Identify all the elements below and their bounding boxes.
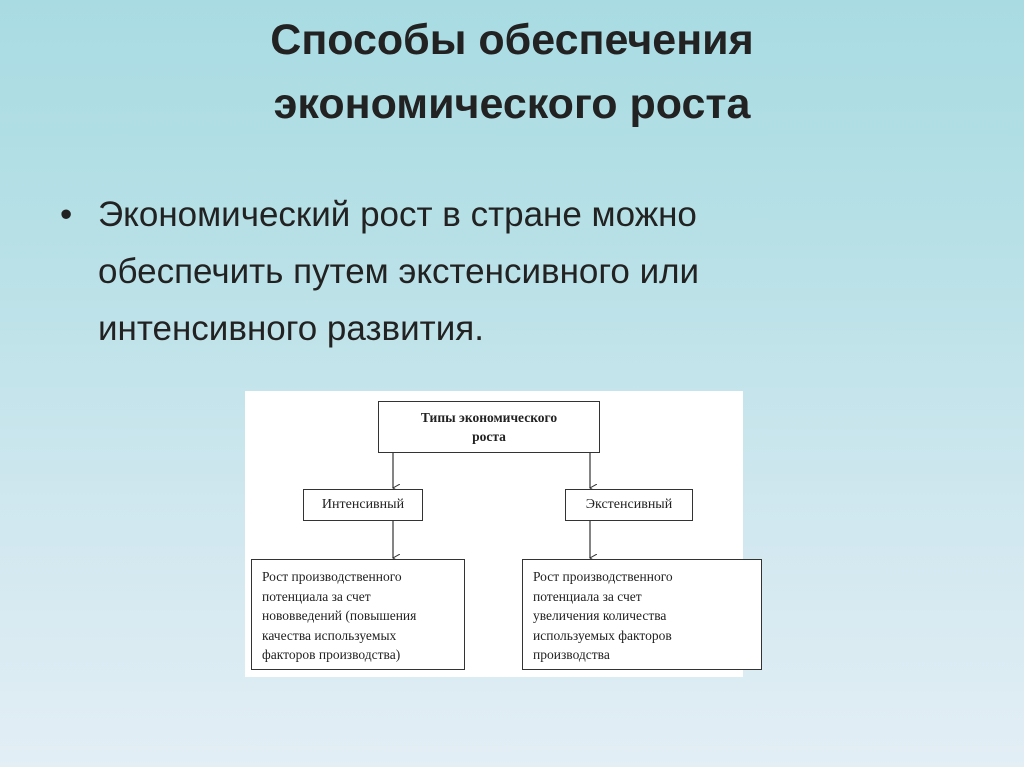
extensive-desc-line-4: используемых факторов <box>533 627 672 643</box>
bullet-marker: • <box>60 195 73 234</box>
extensive-desc-line-2: потенциала за счет <box>533 588 642 604</box>
slide-title-line-1: Способы обеспечения <box>270 16 754 64</box>
extensive-desc-line-1: Рост производственного <box>533 569 673 584</box>
bullet-text-line-1: Экономический рост в стране можно <box>98 195 697 234</box>
intensive-desc-line-1: Рост производственного <box>262 569 402 584</box>
intensive-desc-line-3: нововведений (повышения <box>262 608 417 623</box>
bullet-text-line-3: интенсивного развития. <box>98 309 484 348</box>
root-line-1: Типы экономического <box>420 410 558 425</box>
bullet-text: Экономический рост в стране можно обеспе… <box>98 186 938 357</box>
extensive-desc-line-5: производства <box>533 647 610 662</box>
intensive-box: Интенсивный <box>303 489 423 521</box>
bullet-text-line-2: обеспечить путем экстенсивного или <box>98 252 700 291</box>
diagram-connectors <box>245 453 743 677</box>
root-line-2: роста <box>472 429 506 444</box>
slide-title: Способы обеспечения экономического роста <box>0 8 1024 136</box>
diagram-root-box: Типы экономического роста <box>378 401 600 453</box>
extensive-box: Экстенсивный <box>565 489 693 521</box>
extensive-desc-line-3: увеличения количества <box>533 608 667 623</box>
intensive-desc-line-4: качества используемых <box>262 627 397 643</box>
intensive-desc-line-2: потенциала за счет <box>262 588 371 604</box>
growth-types-diagram: Типы экономического роста Интенсивный Эк… <box>245 391 762 677</box>
slide-title-line-2: экономического роста <box>273 80 751 128</box>
intensive-description-box: Рост производственного потенциала за сче… <box>251 559 465 670</box>
extensive-description-box: Рост производственного потенциала за сче… <box>522 559 762 670</box>
intensive-desc-line-5: факторов производства) <box>262 647 401 662</box>
